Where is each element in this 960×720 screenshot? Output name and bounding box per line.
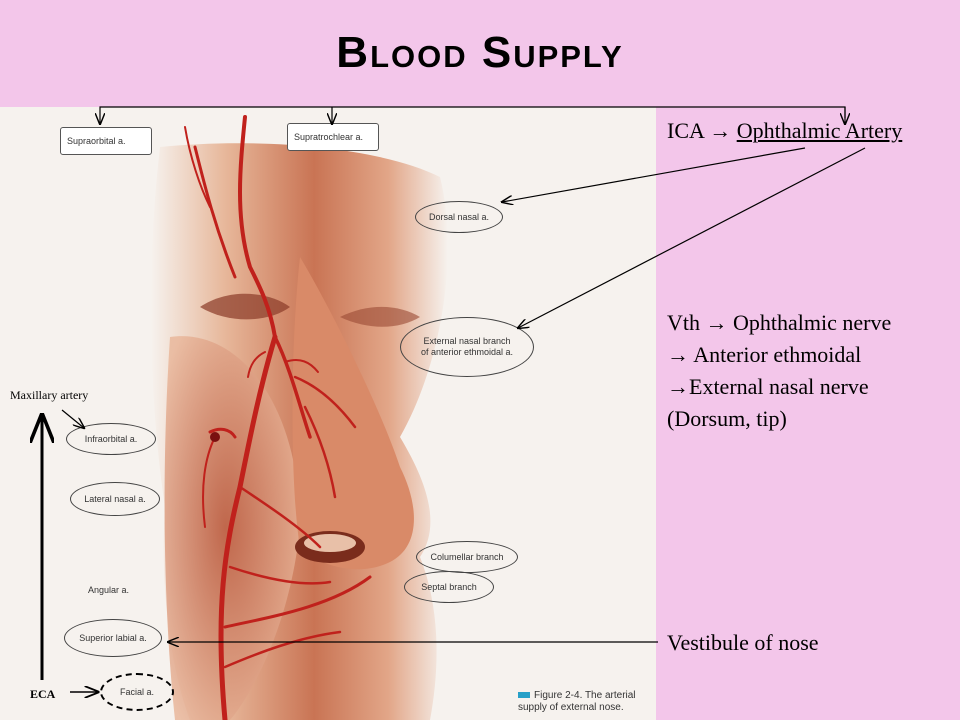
caption-swatch — [518, 692, 530, 699]
label-columellar: Columellar branch — [416, 541, 518, 573]
label-external-nasal-branch: External nasal branch of anterior ethmoi… — [400, 317, 534, 377]
ica-line: ICA → Ophthalmic Artery — [667, 118, 902, 144]
label-supraorbital: Supraorbital a. — [60, 127, 152, 155]
vth-line-3: →External nasal nerve — [667, 374, 869, 399]
ophthalmic-artery: Ophthalmic Artery — [736, 118, 903, 143]
figure-caption: Figure 2-4. The arterial supply of exter… — [518, 690, 636, 714]
label-lateral-nasal: Lateral nasal a. — [70, 482, 160, 516]
label-infraorbital: Infraorbital a. — [66, 423, 156, 455]
caption-line1: Figure 2-4. The arterial — [534, 690, 636, 701]
maxillary-label: Maxillary artery — [10, 388, 89, 402]
vth-line-2: → Anterior ethmoidal — [667, 342, 862, 367]
label-supratrochlear: Supratrochlear a. — [287, 123, 379, 151]
label-dorsal-nasal: Dorsal nasal a. — [415, 201, 503, 233]
label-external-nasal-branch-line2: of anterior ethmoidal a. — [420, 347, 514, 357]
label-external-nasal-branch-line1: External nasal branch — [423, 336, 511, 346]
label-angular: Angular a. — [88, 585, 130, 595]
anatomy-figure: Supraorbital a. Supratrochlear a. Dorsal… — [0, 107, 656, 720]
eca-label: ECA — [30, 687, 56, 701]
label-superior-labial: Superior labial a. — [64, 619, 162, 657]
slide-title: Blood Supply — [336, 28, 624, 77]
vestibule-label: Vestibule of nose — [667, 630, 819, 655]
label-septal: Septal branch — [404, 571, 494, 603]
vth-line-4: (Dorsum, tip) — [667, 406, 787, 431]
label-facial: Facial a. — [100, 673, 174, 711]
ica-prefix: ICA — [667, 118, 704, 143]
caption-line2: supply of external nose. — [518, 702, 624, 713]
nose-illustration — [150, 115, 448, 720]
ica-arrow: → — [709, 118, 732, 143]
vth-line-1: Vth → Ophthalmic nerve — [667, 310, 892, 335]
nose-shape — [292, 257, 414, 570]
